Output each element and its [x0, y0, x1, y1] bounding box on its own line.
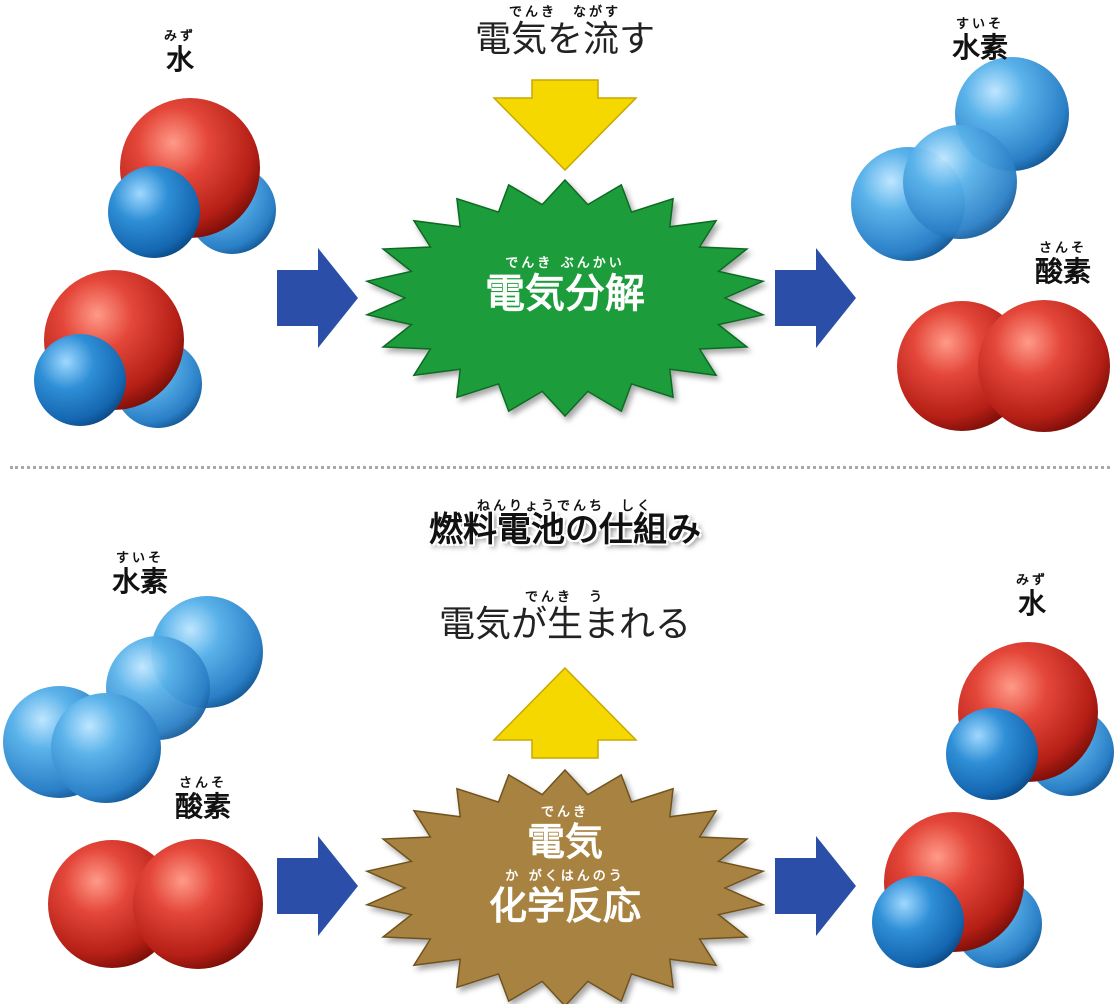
hydrogen-molecule [3, 596, 263, 803]
hydrogen-atom [903, 125, 1017, 239]
oxygen-molecule [48, 839, 263, 969]
fuelcell-title: ねんりょうでんち しく 燃料電池の仕組み [365, 499, 765, 550]
hydrogen-atom [108, 166, 200, 258]
fuelcell-title-ruby: ねんりょうでんち しく [476, 499, 653, 514]
electricity-ruby: でんき [540, 805, 589, 820]
oxygen-atom [978, 300, 1110, 432]
water-molecule [946, 642, 1114, 800]
electrolysis-burst [364, 178, 766, 418]
up-arrow-icon [492, 666, 638, 759]
flow-arrow-icon [277, 836, 358, 936]
result-label: でんき う 電気が生まれる [415, 591, 715, 645]
electrolysis-ruby: でんき ぶんかい [505, 256, 625, 271]
hydrogen-atom [34, 334, 126, 426]
oxygen-ruby: さんそ [178, 776, 227, 791]
hydrogen-text: 水素 [111, 565, 168, 598]
reaction-text: 化学反応 [488, 884, 641, 928]
water-text: 水 [165, 43, 194, 76]
water-text: 水 [1017, 587, 1046, 620]
result-text: 電気が生まれる [438, 604, 691, 645]
flow-arrow-icon [277, 248, 358, 348]
process-label: でんき ながす 電気を流す [465, 6, 665, 60]
oxygen-label-top: さんそ 酸素 [1018, 242, 1108, 288]
result-ruby: でんき う [524, 590, 605, 605]
oxygen-label-bottom: さんそ 酸素 [158, 777, 248, 823]
hydrogen-ruby: すいそ [115, 551, 164, 566]
hydrogen-atom [51, 693, 161, 803]
hydrogen-atom [946, 708, 1038, 800]
water-ruby: みず [1015, 573, 1048, 588]
water-label-top: みず 水 [140, 30, 220, 76]
down-arrow-icon [492, 79, 638, 172]
water-molecule [34, 270, 202, 428]
hydrogen-label-bottom: すいそ 水素 [90, 552, 190, 598]
oxygen-molecule [897, 300, 1110, 432]
water-molecule [872, 812, 1042, 968]
fuelcell-burst-label-1: でんき 電気 [465, 805, 665, 865]
section-divider [10, 466, 1110, 469]
fuelcell-burst [364, 768, 766, 1004]
fuelcell-burst-label-2: か がくはんのう 化学反応 [445, 869, 685, 929]
process-ruby: でんき ながす [508, 5, 621, 20]
water-ruby: みず [163, 29, 196, 44]
fuelcell-title-text: 燃料電池の仕組み [429, 510, 701, 550]
flow-arrow-icon [775, 248, 856, 348]
electricity-text: 電気 [526, 820, 603, 864]
hydrogen-molecule [851, 57, 1069, 261]
water-molecule [108, 98, 276, 258]
electrolysis-label: でんき ぶんかい 電気分解 [455, 256, 675, 318]
oxygen-ruby: さんそ [1038, 241, 1087, 256]
hydrogen-atom [872, 876, 964, 968]
oxygen-text: 酸素 [1034, 255, 1091, 288]
process-text: 電気を流す [474, 19, 655, 60]
flow-arrow-icon [775, 836, 856, 936]
hydrogen-text: 水素 [951, 31, 1008, 64]
hydrogen-label-top: すいそ 水素 [930, 18, 1030, 64]
electrolysis-text: 電気分解 [485, 271, 645, 317]
reaction-ruby: か がくはんのう [505, 869, 625, 884]
oxygen-text: 酸素 [174, 790, 231, 823]
oxygen-atom [133, 839, 263, 969]
water-label-bottom: みず 水 [992, 574, 1072, 620]
hydrogen-ruby: すいそ [955, 17, 1004, 32]
